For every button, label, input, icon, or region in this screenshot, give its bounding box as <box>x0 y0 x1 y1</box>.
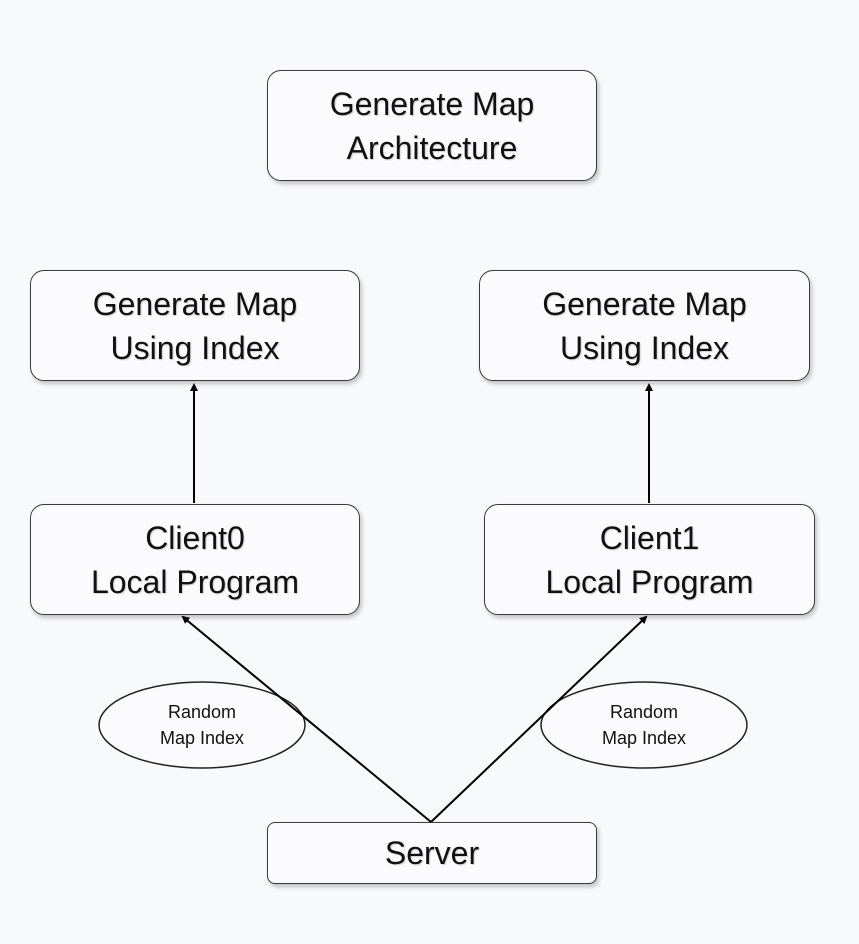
map-right-line-1: Generate Map <box>542 285 747 322</box>
title-box: Generate Map Architecture <box>267 70 597 181</box>
client1-line-2: Local Program <box>545 563 754 600</box>
client0-box: Client0 Local Program <box>30 504 360 615</box>
client1-box: Client1 Local Program <box>484 504 815 615</box>
arrow-server-to-client0 <box>181 615 432 823</box>
oval-left-shape <box>98 681 306 769</box>
oval-right-label: Random Map Index <box>541 682 747 768</box>
title-line-2: Architecture <box>346 129 518 166</box>
title-line-1: Generate Map <box>329 85 535 122</box>
map-box-left: Generate Map Using Index <box>30 270 360 381</box>
map-left-line-2: Using Index <box>110 329 280 366</box>
arrow-server-to-client1 <box>430 615 648 823</box>
oval-left-label: Random Map Index <box>99 682 305 768</box>
oval-right-shape <box>540 681 748 769</box>
client0-line-1: Client0 <box>145 519 245 556</box>
server-box: Server <box>267 822 597 884</box>
client1-line-1: Client1 <box>599 519 700 556</box>
map-left-line-1: Generate Map <box>92 285 298 322</box>
oval-right-line-2: Map Index <box>601 728 687 748</box>
oval-right-line-1: Random <box>609 702 679 722</box>
map-right-line-2: Using Index <box>560 329 729 366</box>
client0-line-2: Local Program <box>90 563 300 600</box>
server-label: Server <box>384 835 480 871</box>
oval-left-line-1: Random <box>167 702 237 722</box>
map-box-right: Generate Map Using Index <box>479 270 810 381</box>
oval-left-line-2: Map Index <box>159 728 245 748</box>
